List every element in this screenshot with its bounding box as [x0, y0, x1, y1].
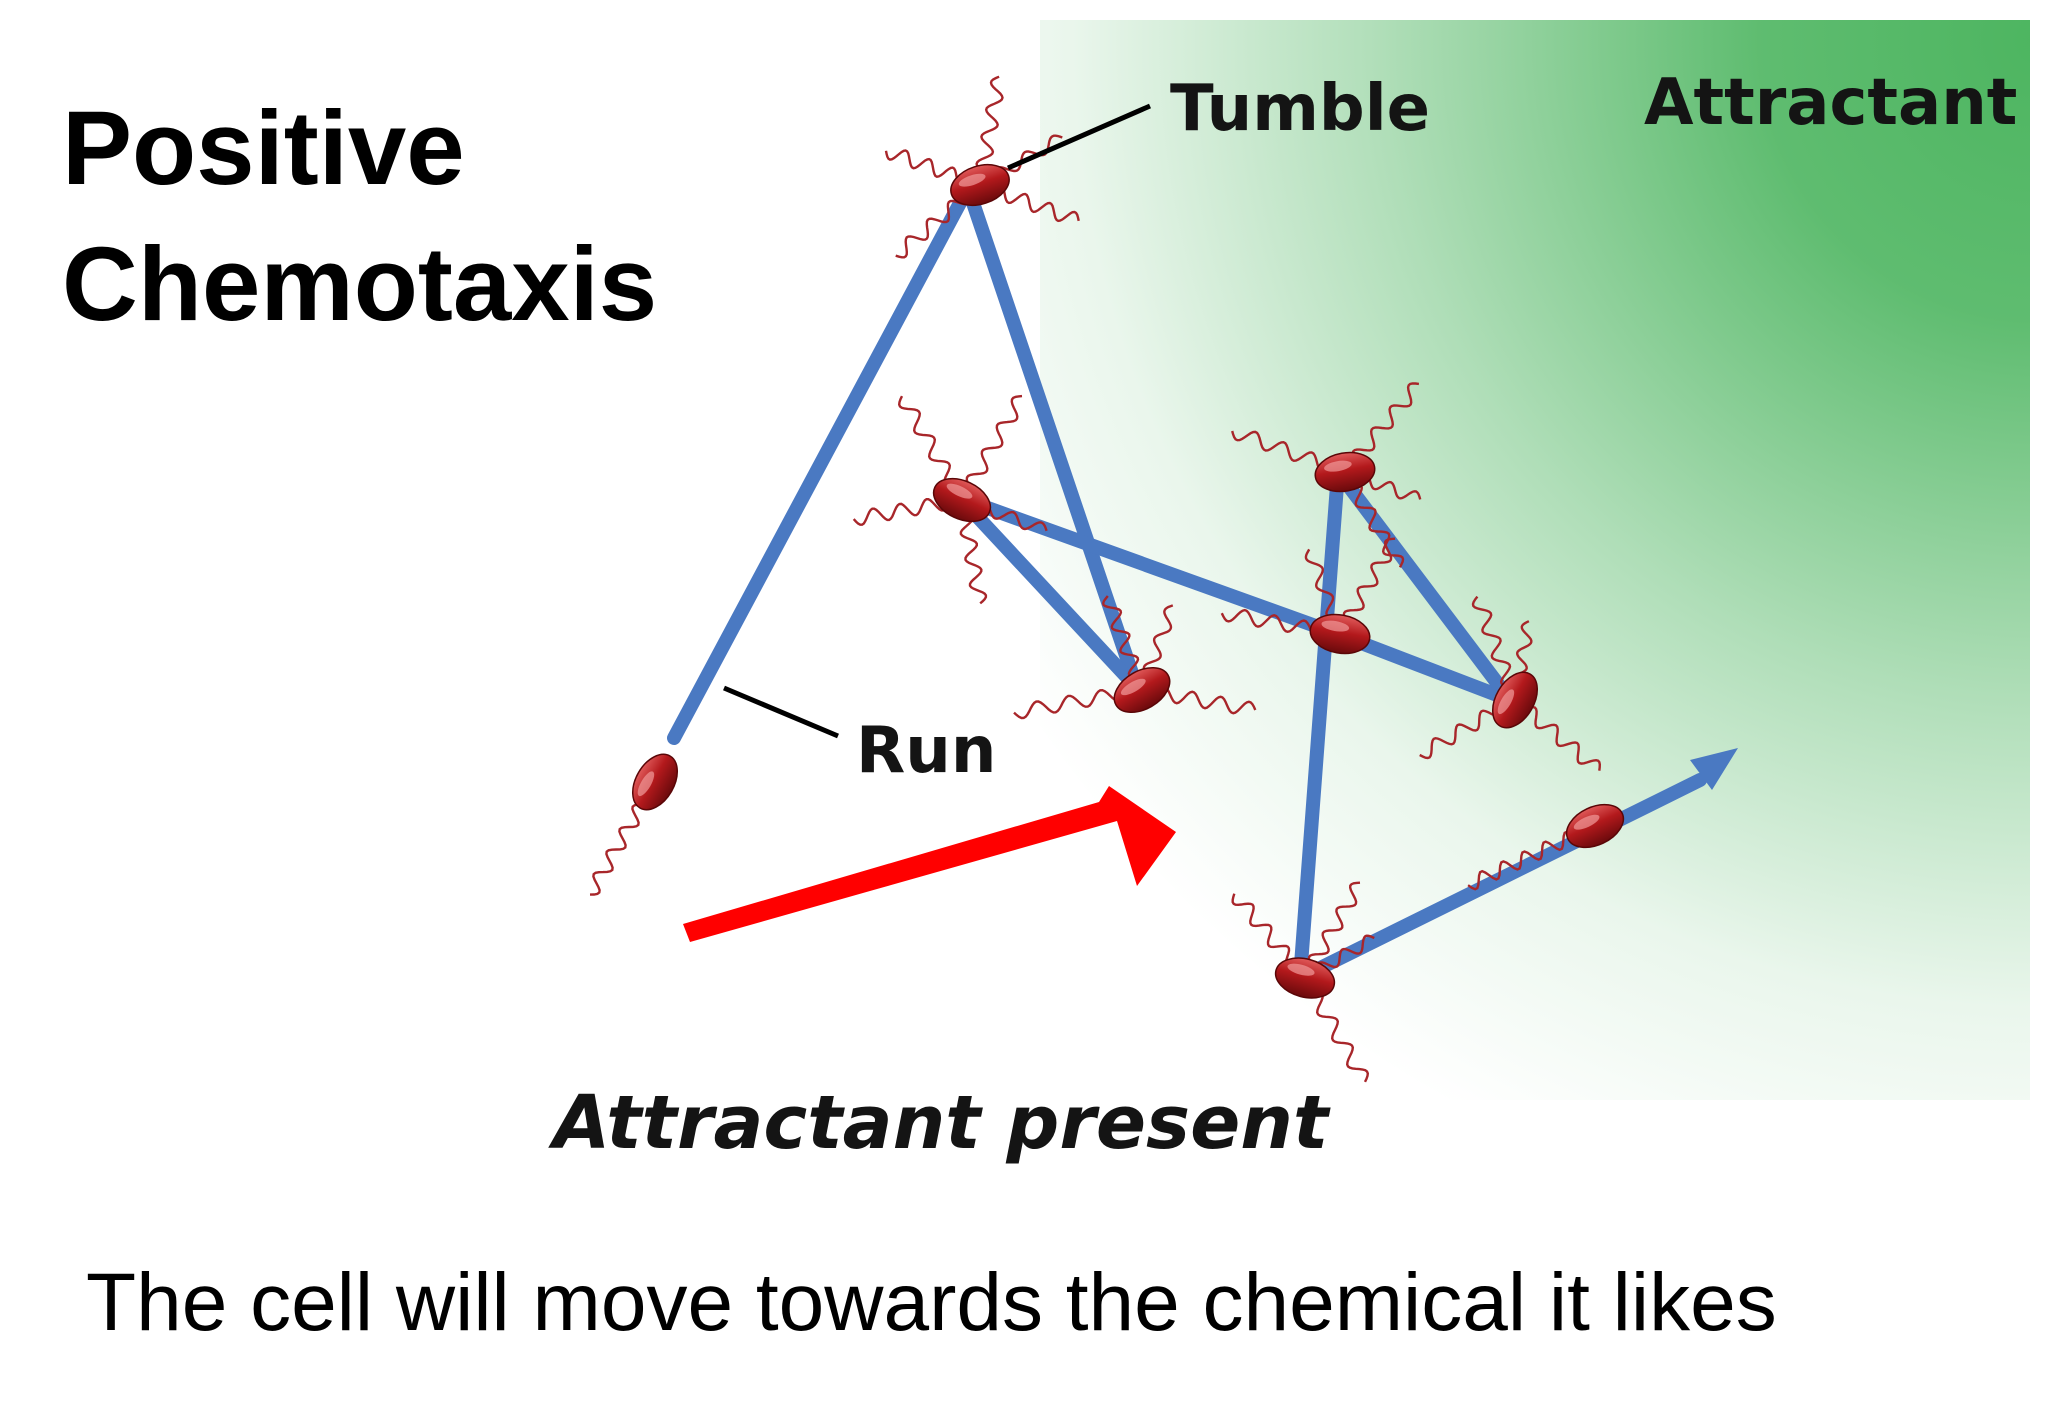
cell-body [932, 477, 992, 523]
cell-highlight [637, 771, 655, 797]
bacterium-cell [1467, 803, 1625, 891]
bacterium-cell [1231, 382, 1422, 568]
cell-body [1565, 803, 1625, 849]
run-path-segment [1293, 773, 1707, 985]
cell-highlight [1120, 678, 1146, 696]
flagellum [961, 394, 1023, 502]
direction-arrow [683, 786, 1176, 942]
attractant-gradient-region [1040, 20, 2030, 1100]
run-path-segment [1293, 465, 1345, 985]
run-leader-line [723, 685, 839, 739]
slide-caption: The cell will move towards the chemical … [86, 1257, 1777, 1348]
bacterium-cell [1220, 537, 1396, 655]
slide-title-line-2: Chemotaxis [62, 226, 658, 343]
cell-highlight [958, 173, 986, 187]
bacterium-cell [1231, 881, 1375, 1083]
run-paths [667, 181, 1738, 985]
tumble-label: Tumble [1170, 72, 1430, 146]
cell-body [1314, 451, 1376, 493]
attractant-present-label: Attractant present [548, 1080, 1331, 1166]
run-label: Run [856, 714, 996, 788]
cell-highlight [1287, 963, 1315, 976]
bacterium-cell [852, 394, 1048, 605]
bacterium-cell [1013, 595, 1257, 720]
run-path-segment [953, 491, 1342, 640]
run-path-segment [961, 181, 1144, 695]
tumble-leader-line [1006, 103, 1152, 171]
attractant-label: Attractant [1644, 66, 2017, 140]
bacterium-cell [589, 753, 679, 896]
run-path-segment [1331, 465, 1517, 707]
slide-title-line-1: Positive [62, 90, 465, 207]
run-path-segment [953, 491, 1144, 695]
final-run-arrowhead [1690, 748, 1738, 790]
cell-highlight [946, 483, 973, 499]
cell-highlight [1497, 689, 1515, 715]
cell-highlight [1324, 460, 1352, 472]
cell-body [631, 753, 679, 811]
run-path-segment [667, 181, 975, 745]
cell-highlight [1573, 814, 1600, 830]
cell-body [1113, 666, 1171, 714]
bacterium-cell [1419, 595, 1602, 771]
cell-body [950, 163, 1010, 207]
cell-body [1491, 671, 1539, 729]
cell-highlight [1321, 620, 1350, 632]
